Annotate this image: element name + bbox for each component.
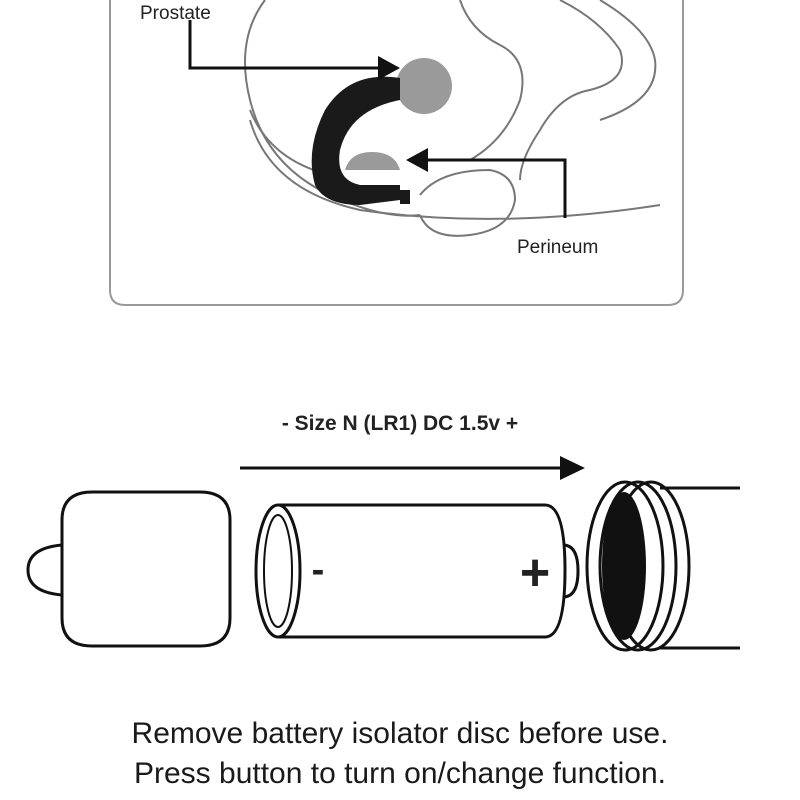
perineum-arrow	[425, 158, 567, 218]
cap-button	[26, 543, 63, 597]
anatomy-panel	[109, 0, 684, 306]
end-cap	[60, 490, 232, 648]
perineum-area	[345, 152, 400, 170]
prostate-organ	[396, 58, 452, 114]
battery-body	[278, 503, 567, 639]
scrotum-outline	[419, 168, 517, 237]
prostate-label: Prostate	[140, 3, 211, 24]
device-silhouette	[311, 76, 400, 206]
tube-opening	[602, 492, 646, 640]
instruction-line-2: Press button to turn on/change function.	[133, 757, 667, 790]
tube-rings	[585, 480, 665, 652]
battery-terminal	[562, 543, 580, 599]
plus-sign: +	[520, 544, 550, 602]
perineum-label: Perineum	[517, 237, 598, 258]
panel-frame	[109, 0, 684, 306]
instruction-line-1: Remove battery isolator disc before use.	[131, 717, 669, 750]
minus-sign: -	[312, 549, 325, 591]
prostate-arrow	[188, 20, 380, 70]
battery-panel	[26, 456, 740, 652]
battery-spec: - Size N (LR1) DC 1.5v +	[282, 412, 518, 435]
body-outline	[244, 0, 421, 217]
